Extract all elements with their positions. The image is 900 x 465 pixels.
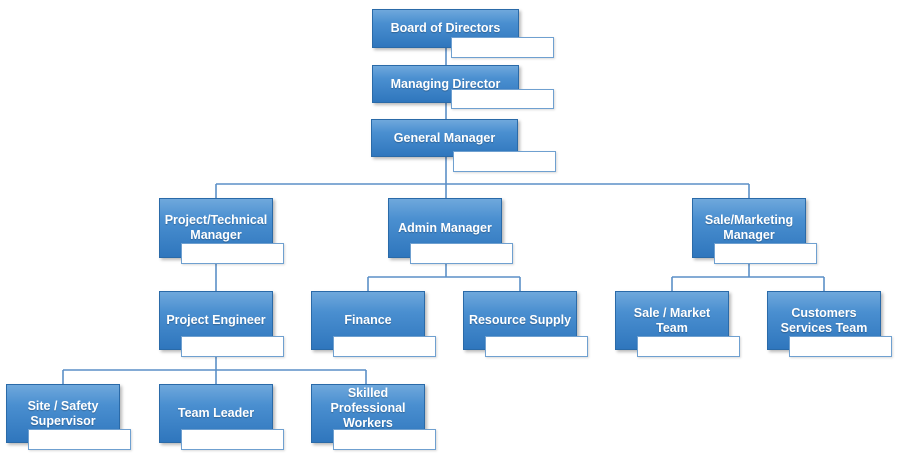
node-label: Sale/Marketing Manager (704, 213, 794, 242)
node-project-technical-manager-tag (181, 243, 284, 264)
node-label: Team Leader (177, 406, 255, 420)
node-resource-supply-tag (485, 336, 588, 357)
node-board-of-directors-tag (451, 37, 554, 58)
node-sale-marketing-manager-tag (714, 243, 817, 264)
node-label: General Manager (393, 130, 496, 145)
node-label: Project Engineer (166, 313, 266, 327)
node-customers-services-team-tag (789, 336, 892, 357)
node-label: Finance (344, 313, 392, 327)
node-label: Resource Supply (468, 313, 572, 327)
node-label: Skilled Professional Workers (330, 386, 406, 430)
node-project-engineer-tag (181, 336, 284, 357)
node-label: Customers Services Team (780, 305, 868, 335)
node-label: Sale / Market Team (633, 305, 711, 335)
node-admin-manager-tag (410, 243, 513, 264)
node-label: Admin Manager (398, 220, 492, 235)
node-site-safety-supervisor-tag (28, 429, 131, 450)
node-label: Managing Director (390, 76, 501, 91)
node-label: Project/Technical Manager (164, 213, 268, 242)
node-managing-director[interactable]: Managing Director (372, 65, 519, 103)
node-skilled-professional-workers-tag (333, 429, 436, 450)
node-resource-supply[interactable]: Resource Supply (463, 291, 577, 350)
node-finance-tag (333, 336, 436, 357)
node-sale-market-team-tag (637, 336, 740, 357)
node-label: Board of Directors (390, 21, 501, 35)
node-team-leader-tag (181, 429, 284, 450)
node-board-of-directors[interactable]: Board of Directors (372, 9, 519, 48)
node-general-manager-tag (453, 151, 556, 172)
node-managing-director-tag (451, 89, 554, 109)
node-general-manager[interactable]: General Manager (371, 119, 518, 157)
node-label: Site / Safety Supervisor (27, 398, 99, 428)
